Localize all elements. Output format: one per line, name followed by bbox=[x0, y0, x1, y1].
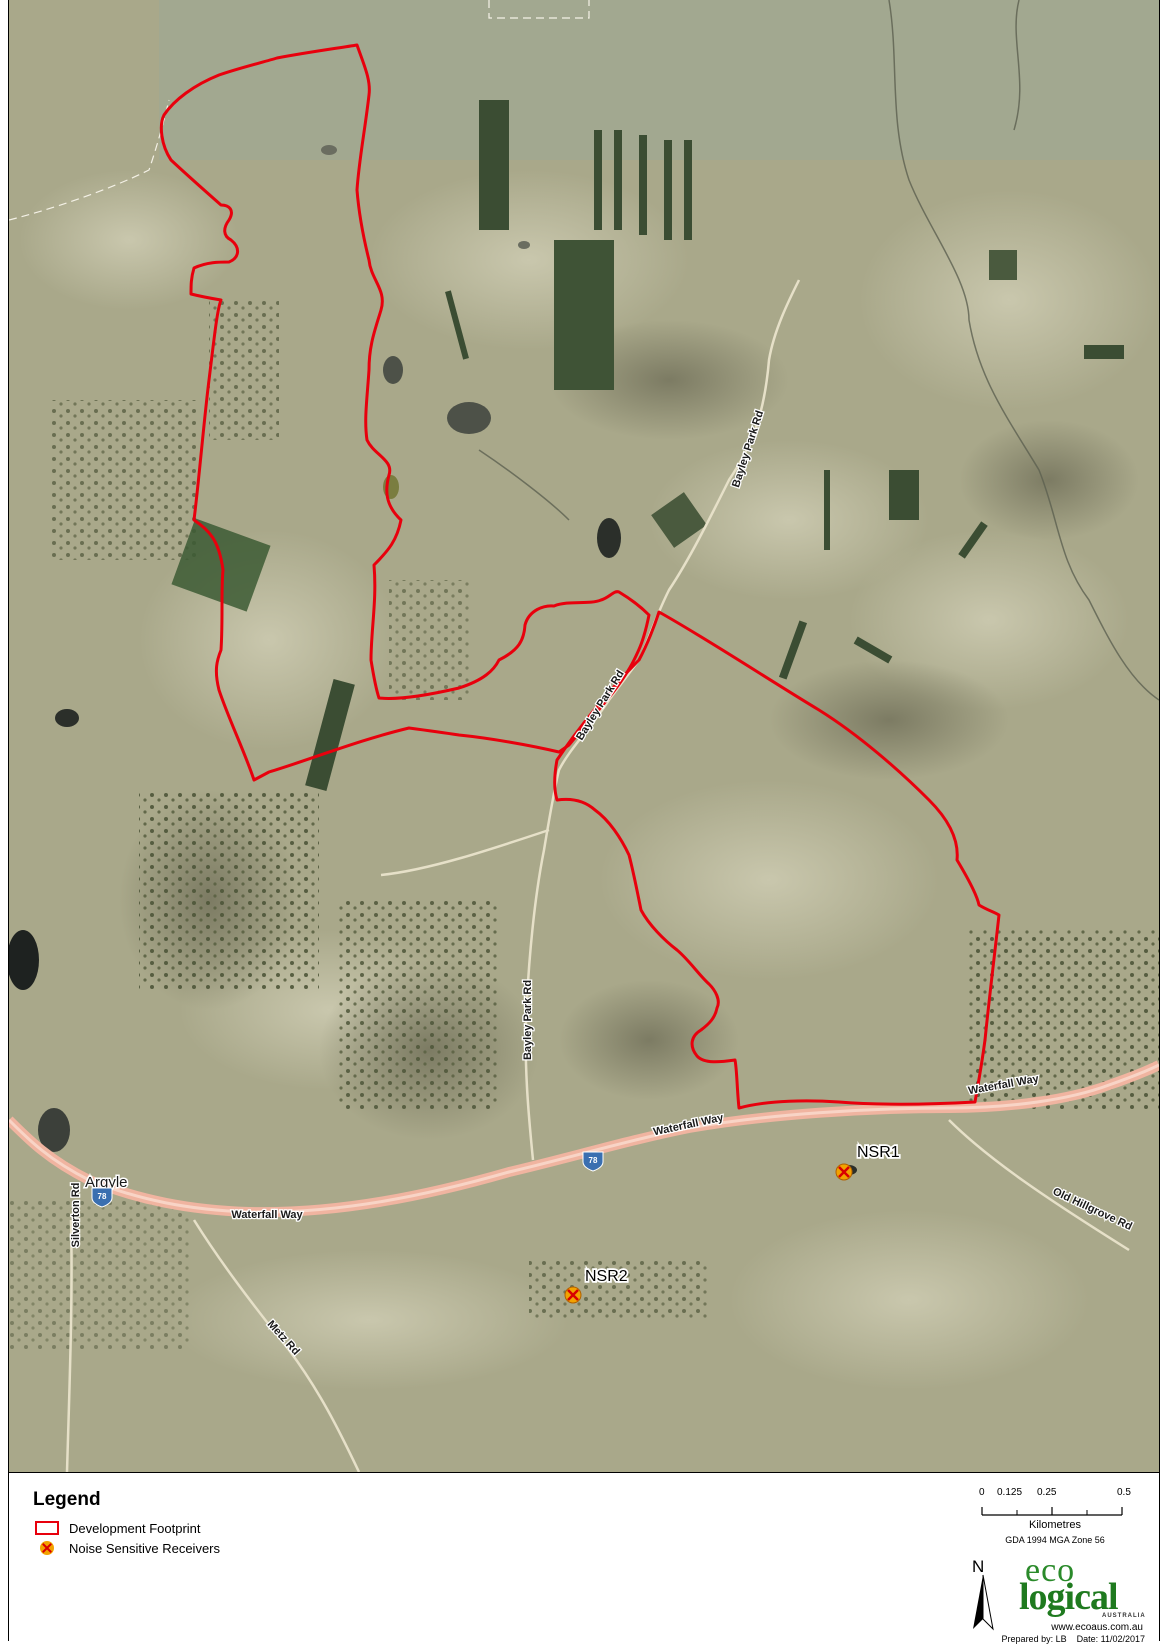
logo-eco-text: eco bbox=[1025, 1552, 1076, 1589]
waterfall-way-centre bbox=[9, 1063, 1159, 1214]
minor-roads bbox=[65, 279, 1130, 1472]
projection-text: GDA 1994 MGA Zone 56 bbox=[1005, 1535, 1105, 1545]
prepared-line: Prepared by: LB Date: 11/02/2017 bbox=[1002, 1634, 1145, 1644]
footprint-east bbox=[553, 610, 1001, 1110]
receiver-swatch-icon bbox=[33, 1541, 61, 1555]
silverton-rd-label: Silverton Rd bbox=[70, 1183, 82, 1248]
receiver-nsr2-label: NSR2 bbox=[585, 1268, 628, 1285]
legend-panel: Legend Development Footprint Noise Sensi… bbox=[9, 1472, 1159, 1644]
north-letter: N bbox=[972, 1557, 985, 1576]
map-frame bbox=[8, 0, 1160, 1641]
scale-unit: Kilometres bbox=[1029, 1519, 1081, 1531]
tile-tint bbox=[159, 0, 1159, 160]
receiver-nsr1[interactable]: NSR1 bbox=[835, 1142, 902, 1181]
legend-item-noise-sensitive-receivers: Noise Sensitive Receivers bbox=[33, 1539, 220, 1557]
receiver-nsr1-label: NSR1 bbox=[857, 1144, 900, 1161]
svg-text:78: 78 bbox=[589, 1156, 598, 1165]
route-shield-west: 78 bbox=[91, 1187, 113, 1208]
north-arrow-icon bbox=[973, 1574, 994, 1631]
scale-tick-label: 0.5 bbox=[1117, 1487, 1131, 1498]
svg-text:78: 78 bbox=[98, 1192, 107, 1201]
logo-logical-text: logical bbox=[1019, 1576, 1119, 1618]
receiver-nsr2[interactable]: NSR2 bbox=[564, 1266, 630, 1304]
legend-item-label: Development Footprint bbox=[69, 1520, 201, 1536]
footprint-west bbox=[159, 43, 651, 782]
prepared-by: Prepared by: LB bbox=[1001, 1634, 1067, 1644]
footprint-swatch-icon bbox=[33, 1521, 61, 1535]
water-bodies bbox=[9, 145, 857, 1175]
scale-tick-label: 0 bbox=[979, 1487, 985, 1498]
legend-title: Legend bbox=[33, 1489, 101, 1510]
creeks bbox=[478, 0, 1159, 701]
legend-item-label: Noise Sensitive Receivers bbox=[69, 1540, 221, 1556]
legend-item-development-footprint: Development Footprint bbox=[33, 1519, 201, 1537]
bayley-park-rd-label-south: Bayley Park Rd bbox=[522, 980, 534, 1060]
development-footprint[interactable] bbox=[159, 43, 1001, 1110]
logo-australia-text: AUSTRALIA bbox=[1102, 1613, 1146, 1619]
map-date: Date: 11/02/2017 bbox=[1076, 1634, 1145, 1644]
satellite-map[interactable]: Bayley Park Rd Bayley Park Rd Bayley Par… bbox=[9, 0, 1159, 1472]
vegetation bbox=[9, 100, 1159, 1350]
route-shield-east: 78 bbox=[582, 1151, 604, 1172]
website-text: www.ecoaus.com.au bbox=[1051, 1622, 1143, 1633]
scale-tick-label: 0.25 bbox=[1037, 1487, 1057, 1498]
scale-bar-ruler bbox=[981, 1507, 1123, 1516]
scale-bar: 0 0.125 0.25 0.5 Kilometres GDA 1994 MGA… bbox=[965, 1487, 1145, 1547]
argyle-town-label: Argyle bbox=[85, 1174, 128, 1191]
scale-tick-label: 0.125 bbox=[997, 1487, 1023, 1498]
waterfall-way-label-west: Waterfall Way bbox=[231, 1209, 303, 1221]
